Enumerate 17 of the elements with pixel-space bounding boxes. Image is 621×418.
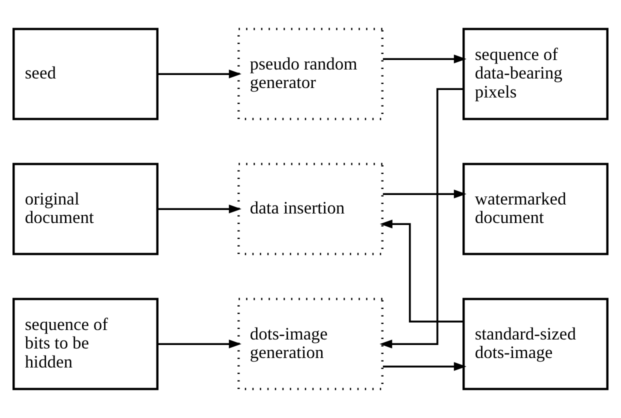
arrow: [382, 190, 466, 198]
arrow: [158, 204, 242, 214]
node-box: original document: [12, 162, 158, 256]
node-box: dots-image generation: [238, 298, 384, 390]
node-box: sequence of bits to be hidden: [12, 298, 158, 390]
node-box: pseudo random generator: [238, 28, 384, 120]
node-box: standard-sized dots-image: [462, 298, 608, 390]
arrow: [382, 54, 466, 64]
arrow: [158, 70, 242, 78]
node-box: watermarked document: [462, 162, 608, 256]
node-box: data insertion: [238, 162, 384, 256]
arrow: [380, 88, 464, 348]
node-box: sequence of data-bearing pixels: [462, 28, 608, 120]
arrow: [158, 340, 242, 348]
arrow: [380, 220, 464, 322]
node-box: seed: [12, 28, 158, 120]
arrow: [382, 362, 466, 371]
